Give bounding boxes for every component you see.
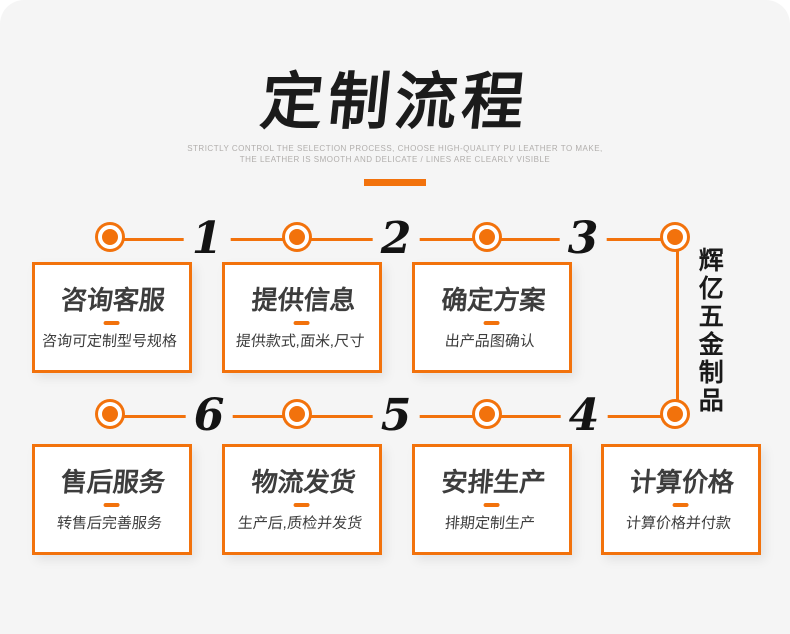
step-dash — [672, 502, 689, 507]
step-dash — [103, 320, 120, 325]
step-box-arrange-production: 安排生产 排期定制生产 — [412, 444, 572, 555]
step-content: 安排生产 排期定制生产 — [437, 466, 547, 532]
flow-node-5 — [285, 402, 309, 426]
subtitle-line-1: STRICTLY CONTROL THE SELECTION PROCESS, … — [187, 144, 603, 153]
step-title: 咨询客服 — [60, 284, 167, 315]
step-box-logistics: 物流发货 生产后,质检并发货 — [222, 444, 382, 555]
step-number-1: 1 — [183, 217, 231, 261]
flow-node-3 — [475, 225, 499, 249]
step-content: 提供信息 提供款式,面米,尺寸 — [235, 284, 369, 350]
step-box-confirm-plan: 确定方案 出产品图确认 — [412, 262, 572, 373]
step-box-provide-info: 提供信息 提供款式,面米,尺寸 — [222, 262, 382, 373]
step-box-after-sales: 售后服务 转售后完善服务 — [32, 444, 192, 555]
flow-node-2 — [285, 225, 309, 249]
flow-node-4 — [475, 402, 499, 426]
step-box-calculate-price: 计算价格 计算价格并付款 — [601, 444, 761, 555]
step-title: 安排生产 — [440, 466, 547, 497]
step-desc: 提供款式,面米,尺寸 — [235, 332, 365, 350]
flow-node-6 — [98, 402, 122, 426]
step-title: 物流发货 — [250, 466, 357, 497]
step-dash — [483, 320, 500, 325]
step-number-6: 6 — [185, 394, 233, 438]
step-desc: 生产后,质检并发货 — [237, 514, 363, 532]
step-title: 提供信息 — [250, 284, 357, 315]
flow-node-corner-top — [663, 225, 687, 249]
page-title: 定制流程 — [257, 68, 533, 137]
step-number-4: 4 — [560, 394, 608, 438]
step-desc: 排期定制生产 — [444, 514, 536, 532]
step-box-consult-service: 咨询客服 咨询可定制型号规格 — [32, 262, 192, 373]
step-dash — [293, 320, 310, 325]
step-content: 计算价格 计算价格并付款 — [625, 466, 736, 532]
step-number-2: 2 — [372, 217, 420, 261]
step-desc: 咨询可定制型号规格 — [41, 332, 179, 350]
step-content: 售后服务 转售后完善服务 — [56, 466, 167, 532]
flow-line-vertical — [676, 240, 679, 417]
title-underline-bar — [364, 179, 426, 186]
step-desc: 转售后完善服务 — [56, 514, 164, 532]
step-title: 确定方案 — [440, 284, 547, 315]
step-number-3: 3 — [559, 217, 607, 261]
step-title: 计算价格 — [629, 466, 736, 497]
subtitle: STRICTLY CONTROL THE SELECTION PROCESS, … — [0, 143, 790, 165]
step-desc: 计算价格并付款 — [625, 514, 733, 532]
brand-vertical-name: 辉亿五金制品 — [695, 247, 725, 415]
step-content: 确定方案 出产品图确认 — [437, 284, 547, 350]
flow-node-corner-bottom — [663, 402, 687, 426]
step-title: 售后服务 — [60, 466, 167, 497]
step-content: 物流发货 生产后,质检并发货 — [237, 466, 367, 532]
subtitle-line-2: THE LEATHER IS SMOOTH AND DELICATE / LIN… — [239, 155, 551, 164]
step-dash — [293, 502, 310, 507]
step-dash — [103, 502, 120, 507]
step-desc: 出产品图确认 — [444, 332, 536, 350]
flow-node-1 — [98, 225, 122, 249]
step-content: 咨询客服 咨询可定制型号规格 — [41, 284, 182, 350]
step-dash — [483, 502, 500, 507]
step-number-5: 5 — [372, 394, 420, 438]
